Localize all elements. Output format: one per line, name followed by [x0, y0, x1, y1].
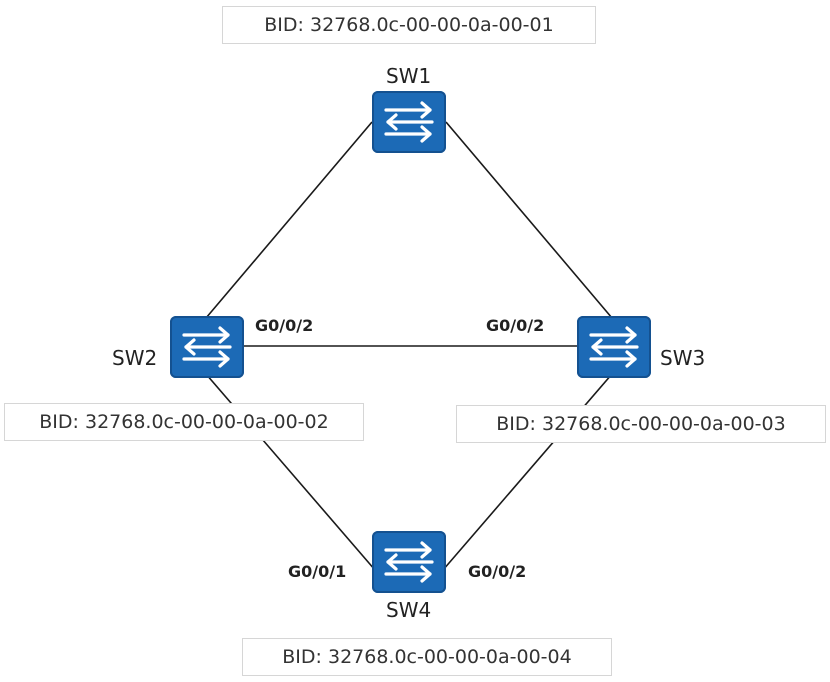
switch-sw1[interactable]	[372, 91, 446, 153]
bid-box-sw4: BID: 32768.0c-00-00-0a-00-04	[242, 638, 612, 676]
switch-icon	[182, 326, 232, 368]
port-label-sw3-g002: G0/0/2	[486, 316, 545, 335]
switch-icon	[384, 541, 434, 583]
port-label-sw4-g001: G0/0/1	[288, 562, 347, 581]
switch-sw2[interactable]	[170, 316, 244, 378]
link-sw1-sw3	[445, 121, 613, 319]
link-sw1-sw2	[205, 121, 373, 319]
bid-box-sw3: BID: 32768.0c-00-00-0a-00-03	[456, 405, 826, 443]
switch-label-sw3: SW3	[660, 346, 706, 370]
switch-sw3[interactable]	[577, 316, 651, 378]
link-sw3-sw4	[442, 373, 613, 571]
switch-sw4[interactable]	[372, 531, 446, 593]
port-label-sw2-g002: G0/0/2	[255, 316, 314, 335]
switch-label-sw4: SW4	[386, 598, 432, 622]
switch-icon	[384, 101, 434, 143]
switch-label-sw2: SW2	[112, 346, 158, 370]
bid-box-sw2: BID: 32768.0c-00-00-0a-00-02	[4, 403, 364, 441]
switch-icon	[589, 326, 639, 368]
switch-label-sw1: SW1	[386, 64, 432, 88]
port-label-sw4-g002: G0/0/2	[468, 562, 527, 581]
bid-box-sw1: BID: 32768.0c-00-00-0a-00-01	[222, 6, 596, 44]
